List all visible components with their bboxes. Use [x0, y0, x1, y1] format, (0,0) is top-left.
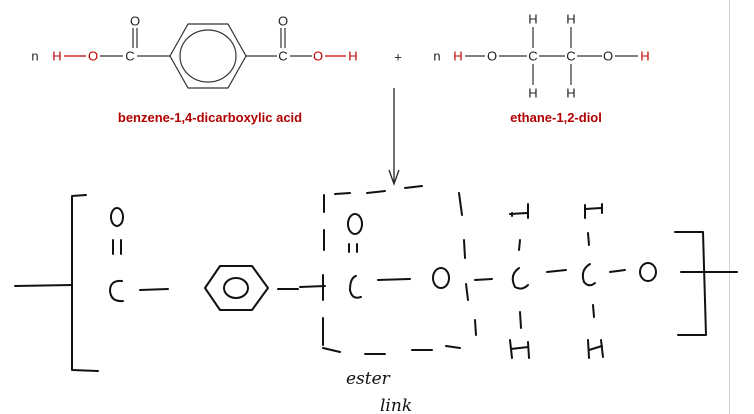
atom-o: [110, 207, 124, 227]
reactant1-name: benzene-1,4-dicarboxylic acid: [118, 110, 302, 125]
atom-c: [581, 263, 596, 287]
atom-h: [509, 203, 529, 219]
atom-c: C: [528, 49, 537, 64]
right-bracket: [674, 231, 707, 336]
benzene-ring: [204, 265, 269, 311]
atom-h: H: [640, 49, 649, 64]
atom-o: O: [278, 14, 288, 29]
atom-c: C: [566, 49, 575, 64]
atom-h: H: [528, 86, 537, 101]
atom-o: O: [313, 49, 323, 64]
coefficient: n: [433, 49, 440, 64]
atom-h: [509, 339, 530, 359]
atom-c: C: [278, 49, 287, 64]
coefficient: n: [31, 49, 38, 64]
atom-o: O: [130, 14, 140, 29]
ethanediol-structure: n H O C C O H H H H H ethane-1,2-diol: [433, 12, 649, 126]
atom-h: [587, 339, 604, 359]
left-bracket: [71, 194, 99, 372]
reaction-arrow: [388, 88, 400, 186]
atom-h: H: [348, 49, 357, 64]
atom-h: H: [453, 49, 462, 64]
atom-c: C: [125, 49, 134, 64]
atom-o: O: [603, 49, 613, 64]
atom-o: [347, 213, 363, 235]
page-edge: [729, 0, 730, 414]
benzene-ring: [169, 23, 247, 89]
chain-bond: [14, 284, 73, 287]
annotation-link: link: [380, 396, 412, 414]
atom-h: [584, 203, 603, 219]
atom-o: [639, 262, 657, 282]
atom-c: [511, 267, 529, 290]
atom-o: [432, 267, 450, 289]
atom-o: O: [88, 49, 98, 64]
atom-h: H: [566, 86, 575, 101]
reactant2-name: ethane-1,2-diol: [510, 110, 602, 125]
annotation-ester: ester: [346, 369, 391, 389]
benzene-dicarboxylic-acid-structure: n H O C O C O O H benzene-1,4-dicarboxyl…: [31, 14, 357, 126]
ester-link-box: [322, 185, 477, 355]
atom-h: H: [52, 49, 61, 64]
atom-c: [109, 279, 124, 303]
atom-h: H: [528, 12, 537, 27]
atom-o: O: [487, 49, 497, 64]
atom-c: [349, 275, 362, 299]
handwritten-polymer: [14, 185, 738, 372]
plus-sign: +: [394, 50, 402, 65]
atom-h: H: [566, 12, 575, 27]
